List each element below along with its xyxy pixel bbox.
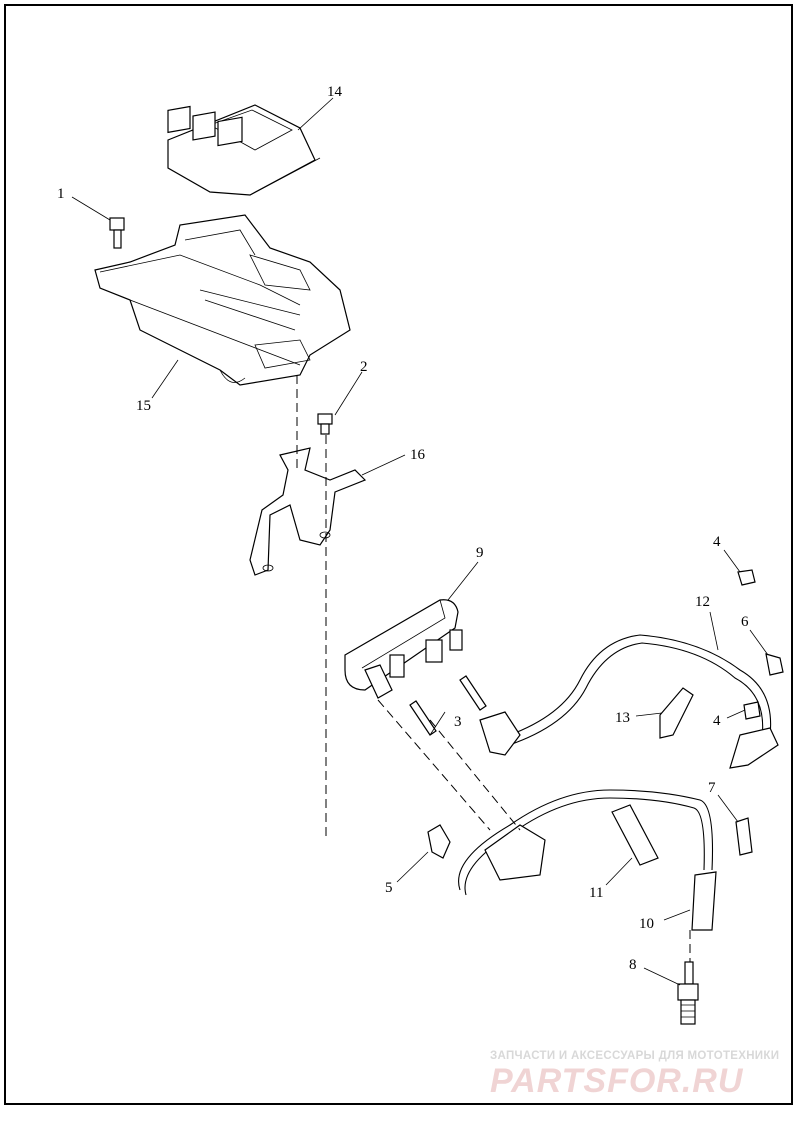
callout-2: 2: [360, 359, 368, 375]
part-14-ecm: [167, 104, 321, 196]
part-4-clip-lower: [743, 701, 761, 720]
callout-11: 11: [589, 885, 603, 901]
part-9-coil: [344, 599, 463, 699]
callout-1: 1: [57, 186, 65, 202]
leader-lines: [71, 97, 769, 986]
callout-4a: 4: [713, 534, 721, 550]
diagram-frame: [4, 4, 793, 1105]
part-11-wire-lower: [458, 789, 713, 896]
part-7-clip: [735, 817, 753, 856]
part-6-clip: [765, 653, 784, 676]
part-4-clip-upper: [737, 569, 756, 586]
callout-10: 10: [639, 916, 654, 932]
callout-4b: 4: [713, 713, 721, 729]
callout-14: 14: [327, 84, 343, 100]
part-5-clip: [427, 824, 451, 859]
part-15-tray: [94, 214, 351, 386]
part-16-bracket: [249, 447, 367, 576]
callout-7: 7: [708, 780, 716, 796]
callout-6: 6: [741, 614, 749, 630]
guide-lines: [296, 375, 691, 962]
part-12-wire: [479, 634, 779, 769]
callouts: 1 2 3 4 4 5 6 7 8 9 10 11 12 13 14 15 16: [57, 84, 749, 973]
watermark-subtitle: ЗАПЧАСТИ И АКСЕССУАРЫ ДЛЯ МОТОТЕХНИКИ: [490, 1050, 780, 1062]
part-10-boot: [691, 871, 717, 931]
part-1-screw: [109, 217, 125, 249]
part-2-screw: [317, 413, 333, 435]
callout-8: 8: [629, 957, 637, 973]
callout-12: 12: [695, 594, 710, 610]
watermark-brand: PARTSFOR.RU: [490, 1062, 744, 1100]
callout-16: 16: [410, 447, 426, 463]
callout-9: 9: [476, 545, 484, 561]
callout-5: 5: [385, 880, 393, 896]
part-8-spark-plug: [677, 961, 699, 1025]
part-13-boot: [659, 687, 694, 739]
callout-3: 3: [454, 714, 462, 730]
part-3-bolts: [409, 675, 487, 736]
callout-15: 15: [136, 398, 151, 414]
callout-13: 13: [615, 710, 630, 726]
